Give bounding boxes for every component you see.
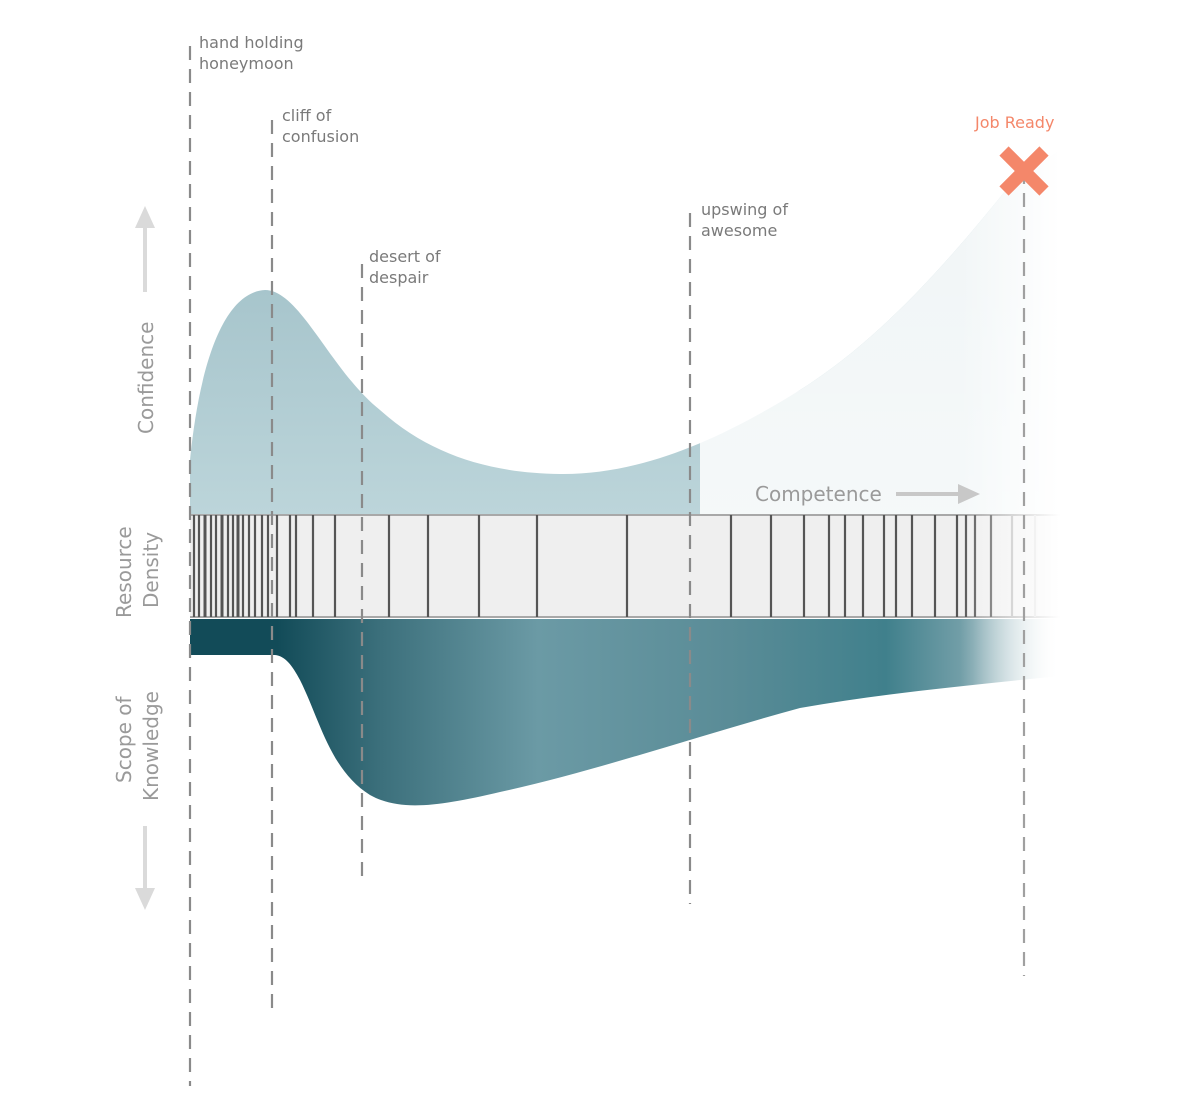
job-ready-label: Job Ready <box>974 113 1054 132</box>
x-mark-icon <box>999 146 1049 196</box>
resource-density-band <box>190 514 1060 618</box>
svg-text:upswing of: upswing of <box>701 200 788 219</box>
confidence-curve <box>190 150 1060 515</box>
phase-label-cliff: cliff of confusion <box>282 106 359 146</box>
svg-text:hand holding: hand holding <box>199 33 304 52</box>
right-fade <box>960 130 1060 690</box>
arrow-down-icon <box>135 826 155 910</box>
phase-label-honeymoon: hand holding honeymoon <box>199 33 304 73</box>
svg-text:desert of: desert of <box>369 247 441 266</box>
scope-axis: Scope of Knowledge <box>112 691 163 910</box>
phase-label-upswing: upswing of awesome <box>701 200 788 240</box>
confidence-label: Confidence <box>134 322 158 434</box>
svg-text:despair: despair <box>369 268 429 287</box>
phase-lines <box>188 46 1026 1086</box>
resource-density-axis: Resource Density <box>112 526 163 618</box>
arrow-right-icon <box>896 484 980 504</box>
competence-axis: Competence <box>755 482 980 506</box>
arrow-up-icon <box>135 206 155 292</box>
resource-label-line1: Resource <box>112 526 136 618</box>
phase-label-desert: desert of despair <box>369 247 441 287</box>
competence-label: Competence <box>755 482 882 506</box>
scope-label-line1: Scope of <box>112 695 136 783</box>
svg-text:confusion: confusion <box>282 127 359 146</box>
resource-label-line2: Density <box>139 532 163 608</box>
svg-text:cliff of: cliff of <box>282 106 332 125</box>
svg-text:honeymoon: honeymoon <box>199 54 294 73</box>
confidence-axis: Confidence <box>134 206 158 434</box>
knowledge-curve <box>190 619 1060 806</box>
job-ready-goal: Job Ready <box>974 113 1054 196</box>
scope-label-line2: Knowledge <box>139 691 163 801</box>
svg-text:awesome: awesome <box>701 221 777 240</box>
